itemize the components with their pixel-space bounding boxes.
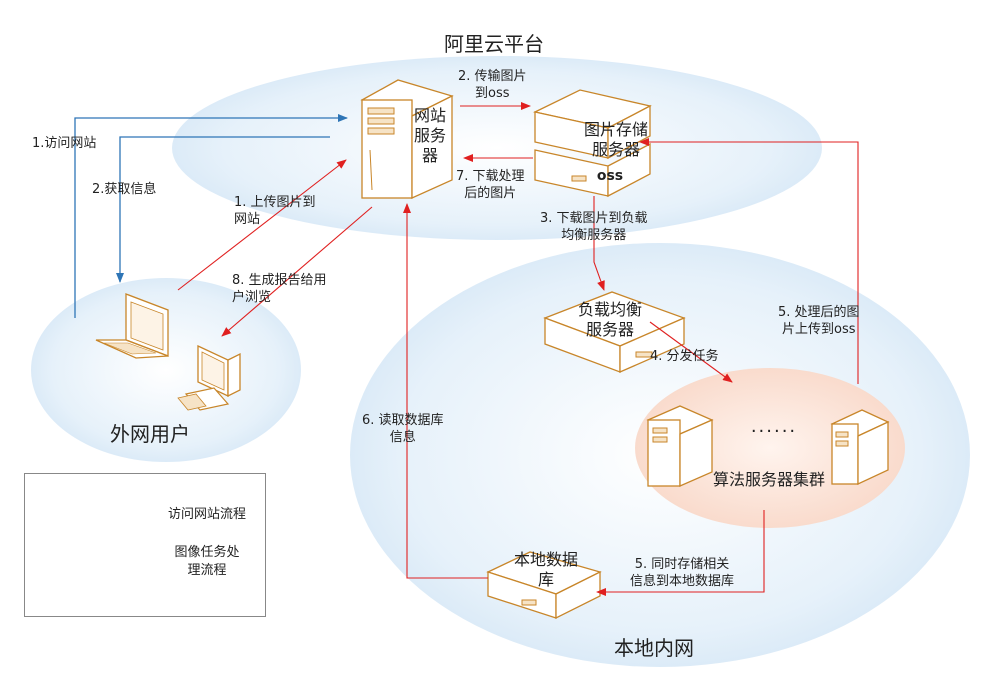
external-users-title: 外网用户 xyxy=(110,422,190,446)
legend: 访问网站流程 图像任务处 理流程 xyxy=(24,473,266,617)
label-get-info: 2.获取信息 xyxy=(92,182,157,197)
cloud-platform-region xyxy=(172,56,822,240)
laptop-icon xyxy=(95,293,169,359)
legend-red-label: 图像任务处 理流程 xyxy=(174,545,240,578)
load-balancer-icon xyxy=(543,291,686,373)
edge-upload-processed-to-oss xyxy=(639,138,859,384)
label-store-local-db: 5. 同时存储相关 信息到本地数据库 xyxy=(630,557,735,589)
external-users-region xyxy=(31,278,301,462)
oss-label: oss xyxy=(596,168,624,184)
label-visit-website: 1.访问网站 xyxy=(32,136,97,151)
label-download-to-lb: 3. 下载图片到负载 均衡服务器 xyxy=(540,211,648,243)
cluster-server-left-icon xyxy=(646,405,714,487)
edge-read-database xyxy=(403,203,488,579)
web-server-label: 网站 服务 器 xyxy=(413,106,446,165)
cluster-region xyxy=(635,368,905,528)
intranet-title: 本地内网 xyxy=(614,636,694,660)
image-storage-label: 图片存储 服务器 xyxy=(583,120,648,159)
edge-upload-image xyxy=(177,159,347,291)
label-read-database: 6. 读取数据库 信息 xyxy=(362,413,444,445)
local-database-icon xyxy=(486,551,602,620)
legend-blue-label: 访问网站流程 xyxy=(167,507,246,522)
edge-download-to-lb xyxy=(593,196,605,291)
edge-store-local-db xyxy=(596,510,765,596)
label-transfer-to-oss: 2. 传输图片 到oss xyxy=(458,69,527,101)
image-storage-server-icon xyxy=(533,89,652,198)
cluster-dots: ······ xyxy=(750,421,798,442)
edge-dispatch-task xyxy=(649,321,733,383)
label-generate-report: 8. 生成报告给用 户浏览 xyxy=(232,273,327,305)
desktop-pc-icon xyxy=(177,344,241,411)
edge-get-info xyxy=(116,136,330,283)
label-upload-processed: 5. 处理后的图 片上传到oss xyxy=(778,305,860,337)
local-database-label: 本地数据 库 xyxy=(513,550,578,589)
edge-generate-report xyxy=(221,206,373,337)
edge-visit-website xyxy=(74,114,348,318)
label-upload-image: 1. 上传图片到 网站 xyxy=(234,195,316,227)
label-dispatch-task: 4. 分发任务 xyxy=(650,349,719,364)
cluster-label: 算法服务器集群 xyxy=(712,470,825,489)
load-balancer-label: 负载均衡 服务器 xyxy=(577,300,642,339)
label-download-processed: 7. 下载处理 后的图片 xyxy=(456,169,525,201)
web-server-icon xyxy=(360,79,454,200)
cluster-server-right-icon xyxy=(830,409,890,486)
cloud-platform-title: 阿里云平台 xyxy=(444,32,544,56)
